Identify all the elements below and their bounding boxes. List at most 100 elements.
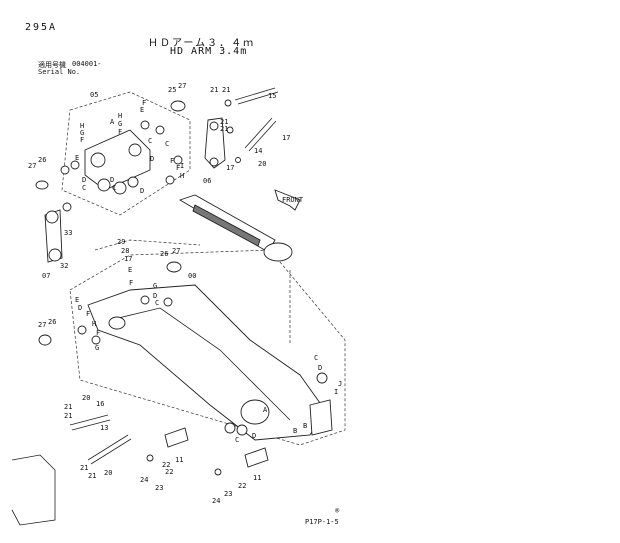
cylinder-rod — [192, 204, 261, 247]
svg-text:21: 21 — [64, 403, 72, 411]
o-ring-27-left — [35, 180, 49, 190]
svg-text:05: 05 — [90, 91, 98, 99]
plate-21-top — [224, 99, 232, 107]
svg-text:14: 14 — [254, 147, 262, 155]
seal-g-arm-2 — [163, 297, 173, 307]
svg-text:25: 25 — [168, 86, 176, 94]
seal-g-arm — [91, 335, 101, 345]
svg-text:E: E — [75, 296, 79, 304]
svg-text:16: 16 — [96, 400, 104, 408]
svg-text:06: 06 — [203, 177, 211, 185]
svg-text:D: D — [150, 155, 154, 163]
svg-text:C: C — [82, 184, 86, 192]
svg-text:A: A — [110, 118, 115, 126]
seal-d-top — [155, 125, 165, 135]
link-06-bore-top — [209, 121, 219, 131]
svg-text:26: 26 — [160, 250, 168, 258]
svg-text:29: 29 — [117, 238, 125, 246]
svg-text:G: G — [118, 120, 122, 128]
bushing-c-tip — [316, 372, 328, 384]
svg-text:D: D — [153, 292, 157, 300]
svg-text:J: J — [338, 380, 342, 388]
svg-text:33: 33 — [64, 229, 72, 237]
bushing-05b — [113, 181, 127, 195]
arm-body — [87, 284, 326, 441]
seal-f-arm — [140, 295, 150, 305]
svg-text:22: 22 — [165, 468, 173, 476]
svg-text:24: 24 — [212, 497, 220, 505]
svg-text:32: 32 — [60, 262, 68, 270]
svg-text:21: 21 — [64, 412, 72, 420]
seal-e-top — [140, 120, 150, 130]
seal-c-right — [173, 155, 183, 165]
svg-text:C: C — [155, 299, 159, 307]
seal-d-1 — [60, 165, 70, 175]
svg-text:28: 28 — [121, 247, 129, 255]
svg-text:E: E — [128, 266, 132, 274]
svg-text:C: C — [112, 184, 116, 192]
pin-15 — [234, 87, 276, 101]
svg-text:G: G — [153, 282, 157, 290]
machine-fragment — [11, 454, 56, 526]
svg-text:F: F — [142, 99, 146, 107]
svg-text:17: 17 — [226, 164, 234, 172]
svg-text:23: 23 — [224, 490, 232, 498]
plate-21-mid — [226, 126, 234, 134]
svg-text:C: C — [314, 354, 318, 362]
pin-11-left — [164, 427, 189, 448]
svg-text:F: F — [80, 136, 84, 144]
svg-text:C: C — [165, 140, 169, 148]
svg-text:21: 21 — [222, 86, 230, 94]
svg-text:I: I — [334, 388, 338, 396]
svg-text:27: 27 — [178, 82, 186, 90]
link-07-bore-bottom — [48, 248, 62, 262]
arm-group-outline — [69, 249, 346, 446]
svg-text:C: C — [235, 436, 239, 444]
arm-tip-bracket — [309, 399, 333, 436]
svg-text:27: 27 — [38, 321, 46, 329]
link-bore-left — [90, 152, 106, 168]
svg-text:24: 24 — [140, 476, 148, 484]
svg-text:21: 21 — [210, 86, 218, 94]
svg-text:F: F — [129, 279, 133, 287]
svg-text:D: D — [82, 176, 86, 184]
link-group-outline — [61, 91, 191, 216]
bolt-24-right — [214, 468, 222, 476]
svg-text:15: 15 — [268, 92, 276, 100]
svg-text:H: H — [180, 172, 184, 180]
svg-text:F: F — [118, 128, 122, 136]
svg-text:21: 21 — [80, 464, 88, 472]
title-japanese: ＨＤアーム３．４ｍ — [148, 38, 256, 49]
svg-text:F: F — [86, 310, 90, 318]
bushing-05c — [127, 176, 139, 188]
svg-text:F: F — [96, 329, 100, 337]
svg-text:20: 20 — [258, 160, 266, 168]
arm-boss-rear — [108, 316, 126, 330]
svg-text:20: 20 — [82, 394, 90, 402]
svg-text:17: 17 — [282, 134, 290, 142]
svg-text:H: H — [80, 122, 84, 130]
svg-text:C: C — [148, 137, 152, 145]
seal-d-right — [165, 175, 175, 185]
seal-e-1 — [70, 160, 80, 170]
svg-text:07: 07 — [42, 272, 50, 280]
svg-text:B: B — [293, 427, 297, 435]
link-07-bore-top — [45, 210, 59, 224]
section-code: 295A — [25, 22, 58, 33]
svg-text:B: B — [303, 422, 307, 430]
svg-text:22: 22 — [238, 482, 246, 490]
svg-text:27: 27 — [28, 162, 36, 170]
pin-16 — [69, 414, 109, 426]
o-ring-27-arm-top — [166, 261, 182, 273]
seal-d-front — [224, 422, 236, 434]
leader-dashed-1 — [94, 239, 201, 251]
svg-text:26: 26 — [48, 318, 56, 326]
svg-text:27: 27 — [172, 247, 180, 255]
svg-text:21: 21 — [220, 125, 228, 133]
svg-text:11: 11 — [175, 456, 183, 464]
svg-text:21: 21 — [88, 472, 96, 480]
svg-text:D: D — [78, 304, 82, 312]
svg-text:G: G — [80, 129, 84, 137]
